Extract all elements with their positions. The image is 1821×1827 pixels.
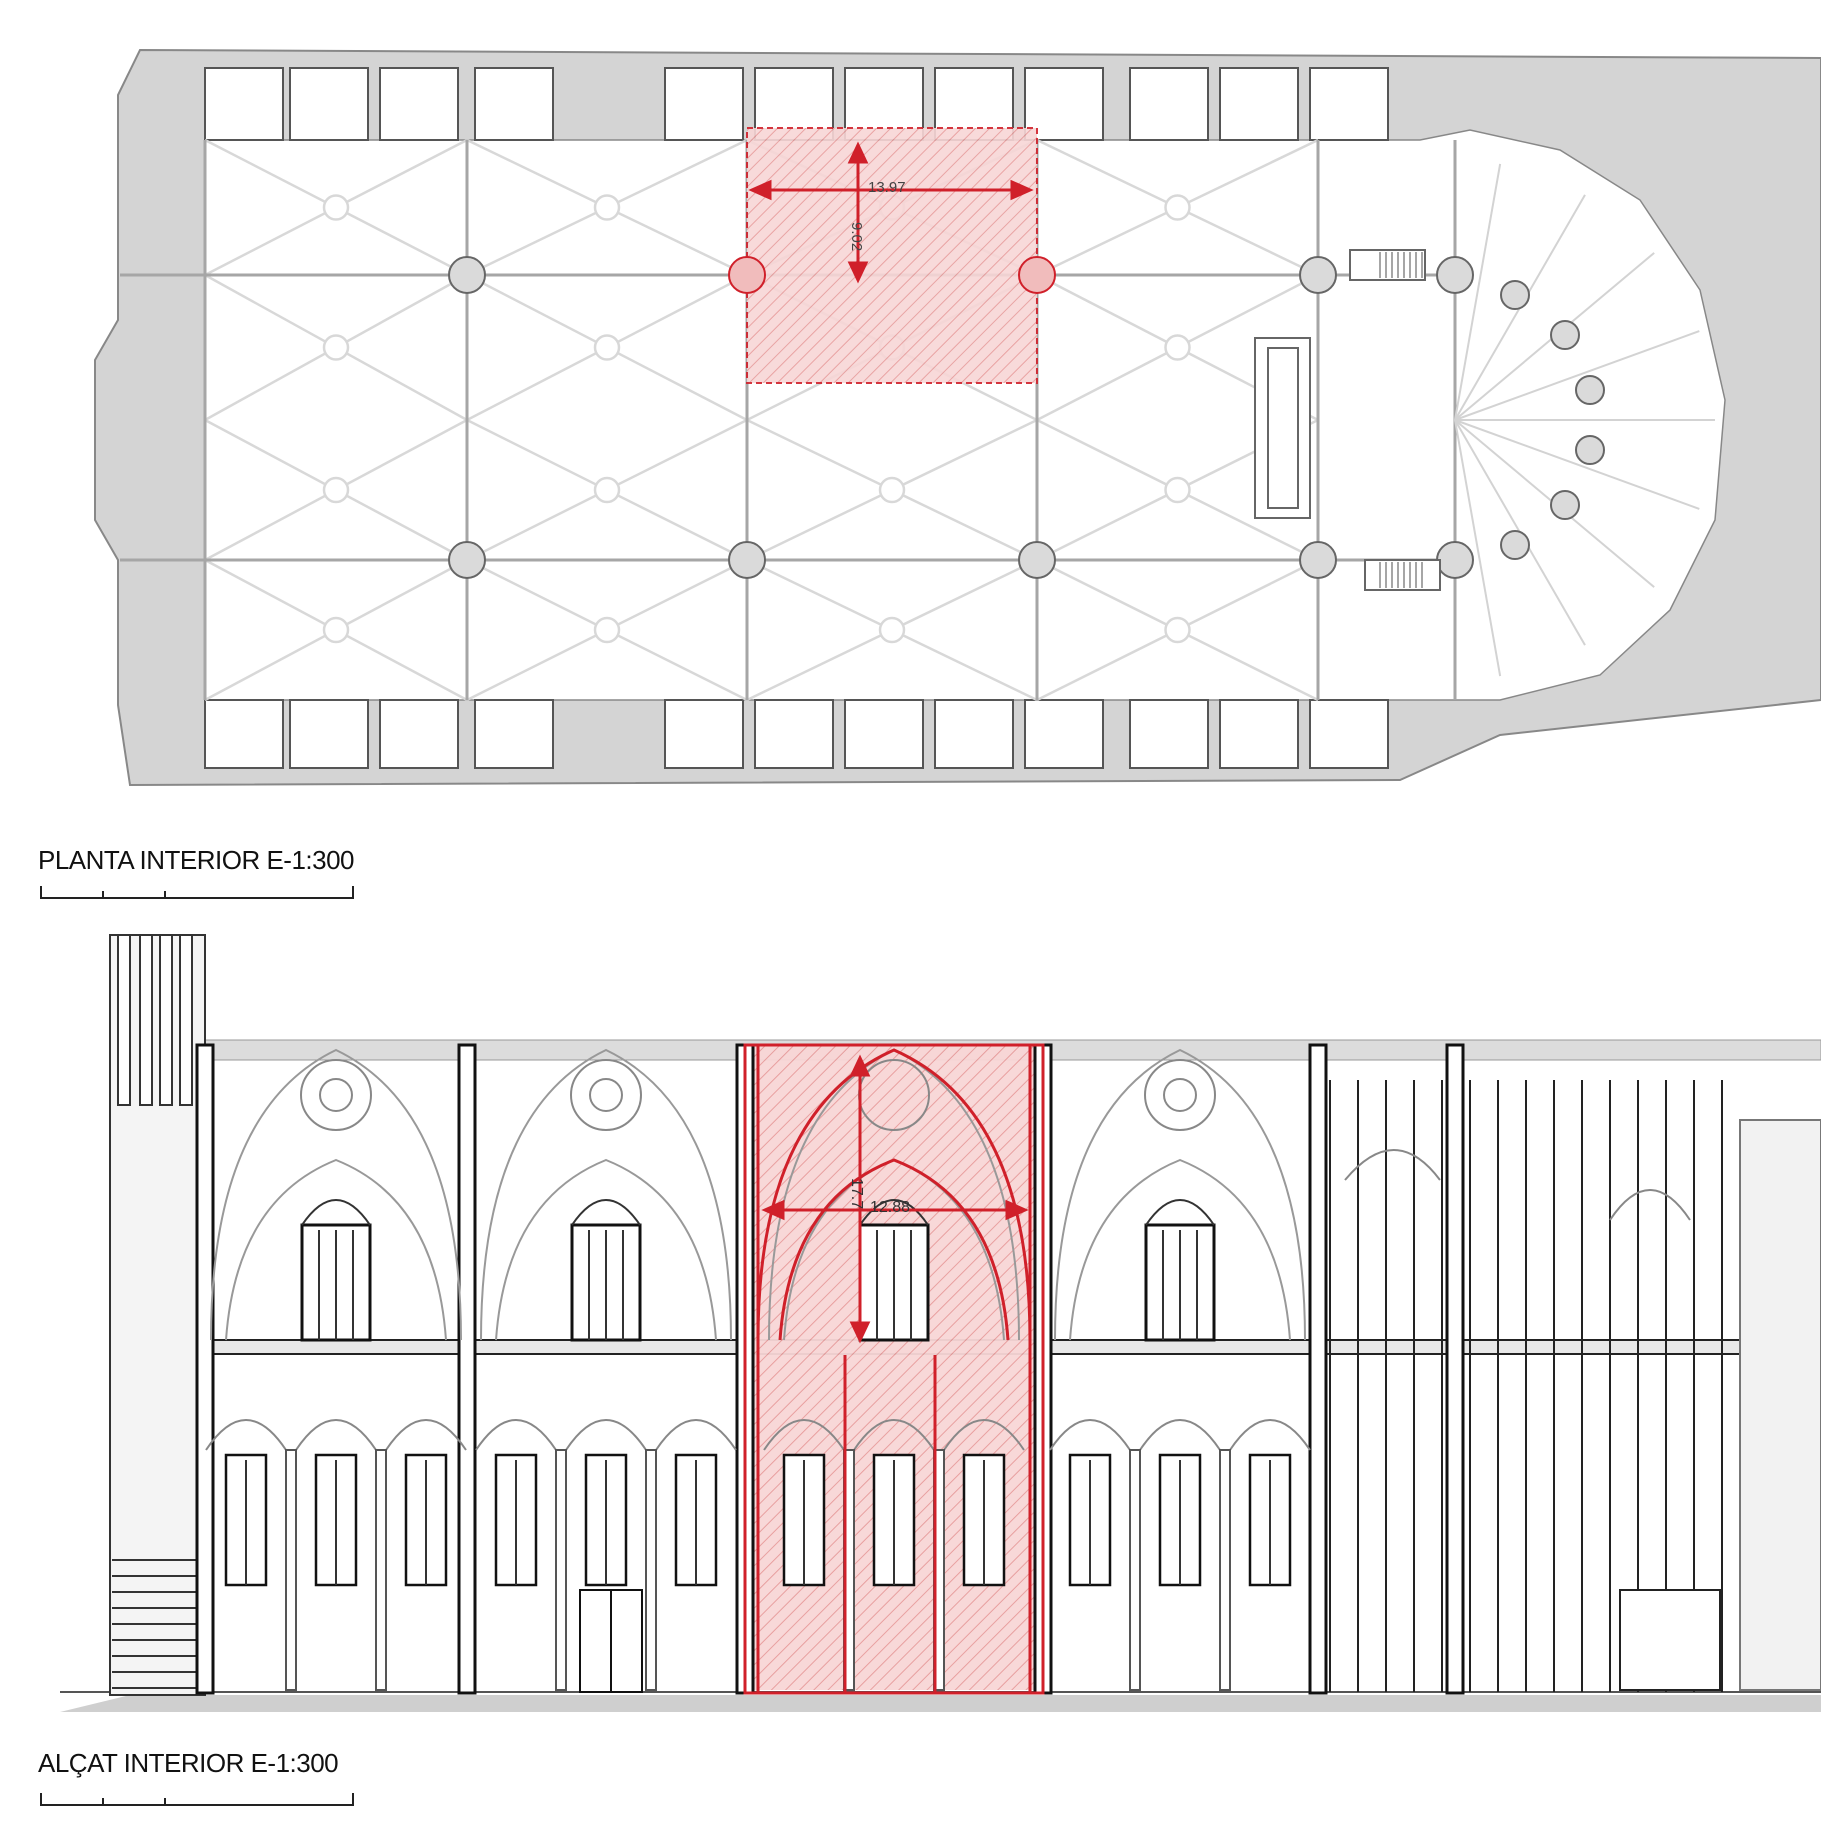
plan-dim-depth: 9.02 (848, 222, 865, 251)
plan-dim-width: 13.97 (868, 179, 906, 196)
interior-elevation: 12.88 17.7 (60, 934, 1821, 1712)
plan-interior-floor (204, 129, 1726, 701)
elevation-scale-bar (40, 1793, 354, 1806)
plan-apse (1454, 163, 1715, 677)
plan-chapels-bottom (204, 699, 1389, 769)
plan-piers (448, 256, 1474, 579)
elev-dim-height: 17.7 (848, 1178, 865, 1209)
plan-highlight-bay (746, 127, 1038, 384)
plan-chapels-top (204, 67, 1389, 141)
plan-caption: PLANTA INTERIOR E-1:300 (38, 845, 355, 875)
elev-dim-width: 12.88 (870, 1199, 910, 1216)
plan-vault-ribs (204, 138, 1319, 702)
plan-stair-treads (1379, 252, 1423, 588)
elev-ground (60, 1695, 1821, 1712)
elev-highlight-bay (745, 1045, 1043, 1690)
elev-tower (109, 934, 206, 1696)
plan-choir-stalls (1254, 249, 1441, 591)
plan-dimension (748, 141, 1034, 284)
elev-dimension (761, 1054, 1029, 1344)
plan-scale-bar (40, 886, 354, 899)
elevation-caption: ALÇAT INTERIOR E-1:300 (38, 1748, 339, 1778)
floor-plan: 13.97 9.02 (94, 48, 1821, 787)
elev-bays (195, 1043, 1465, 1695)
elev-apse (1329, 1080, 1821, 1692)
